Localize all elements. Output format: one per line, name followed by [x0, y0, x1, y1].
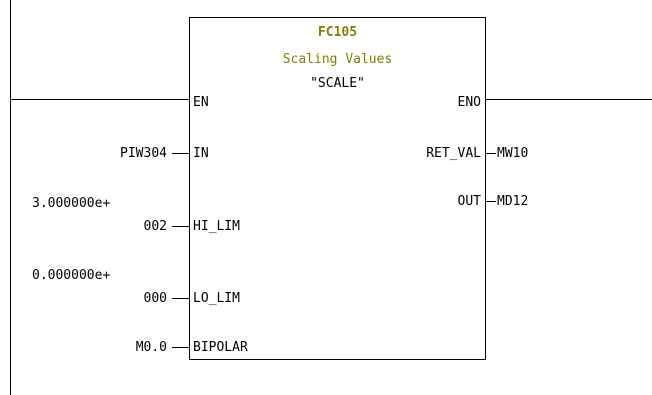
in-pin-stub [172, 153, 189, 154]
pin-lo-lim-label: LO_LIM [193, 291, 240, 306]
block-description: Scaling Values [282, 52, 393, 67]
pin-en-label: EN [193, 95, 209, 110]
eno-output-wire [486, 99, 652, 100]
hi-lim-pin-stub [172, 226, 189, 227]
block-id: FC105 [317, 25, 358, 40]
lo-lim-pin-stub [172, 298, 189, 299]
in-operand[interactable]: PIW304 [120, 146, 167, 161]
ret-val-operand[interactable]: MW10 [497, 146, 529, 161]
pin-ret-val-label: RET_VAL [426, 146, 481, 161]
pin-in-label: IN [193, 146, 209, 161]
out-operand[interactable]: MD12 [497, 194, 529, 209]
en-input-wire [10, 99, 189, 100]
ret-val-pin-stub [486, 153, 496, 154]
pin-out-label: OUT [457, 194, 481, 209]
lo-lim-operand-line1[interactable]: 0.000000e+ [32, 268, 111, 283]
bipolar-pin-stub [172, 347, 189, 348]
out-pin-stub [486, 201, 496, 202]
hi-lim-operand-line1[interactable]: 3.000000e+ [32, 196, 111, 211]
pin-eno-label: ENO [457, 95, 481, 110]
pin-bipolar-label: BIPOLAR [193, 340, 248, 355]
bipolar-operand[interactable]: M0.0 [135, 340, 167, 355]
fc105-block[interactable] [189, 17, 486, 360]
left-power-rail [10, 0, 11, 395]
hi-lim-operand-line2[interactable]: 002 [143, 219, 167, 234]
lo-lim-operand-line2[interactable]: 000 [143, 291, 167, 306]
pin-hi-lim-label: HI_LIM [193, 219, 240, 234]
block-symbol: "SCALE" [310, 76, 365, 91]
